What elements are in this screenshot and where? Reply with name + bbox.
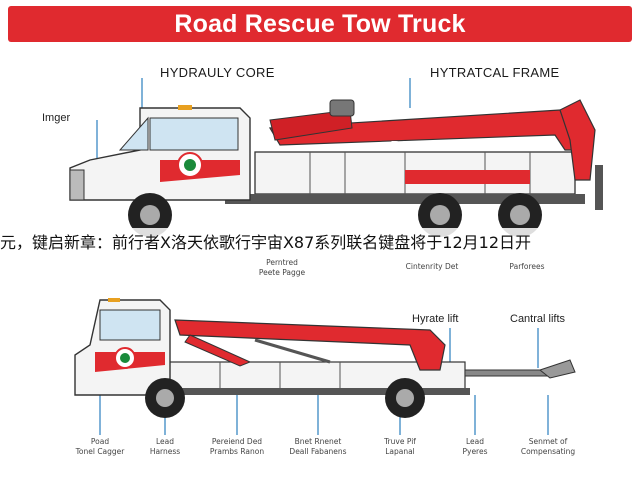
callout-control-lifts: Cantral lifts: [510, 313, 566, 325]
page-title: Road Rescue Tow Truck: [174, 10, 466, 38]
boom-label: POYTEE: [391, 139, 449, 154]
caption: Parforees: [509, 262, 545, 271]
callout-left: Imger: [42, 112, 71, 124]
caption: Cintenrity Det: [405, 262, 459, 271]
body-stripe: [405, 170, 485, 184]
top-tow-truck: POYTEE: [69, 78, 603, 237]
title-bar: Road Rescue Tow Truck: [8, 6, 632, 42]
news-banner: 元，键启新章：前行者X洛天依歌行宇宙X87系列联名键盘将于12月12日开: [0, 228, 640, 258]
callout-hydraulic-core: HYDRAULY CORE: [160, 65, 275, 80]
boom-arm: [174, 319, 446, 371]
bottom-tow-truck: [74, 298, 576, 435]
callout-hydraulic-lift: Hyrate lift: [412, 313, 459, 325]
callout-frame: HYTRATCAL FRAME: [430, 65, 560, 80]
